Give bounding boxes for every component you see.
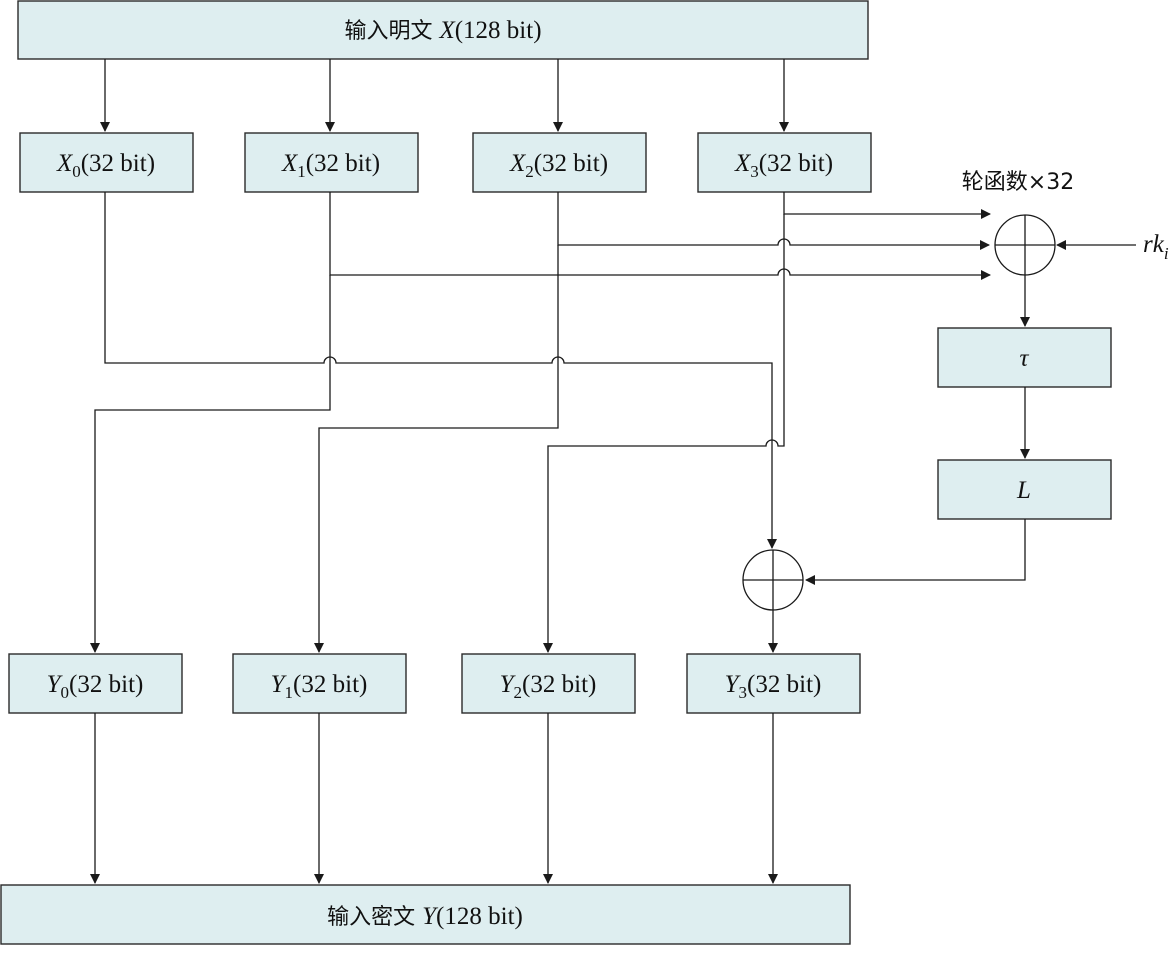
svg-text:Y0(32 bit): Y0(32 bit) [47,671,144,702]
x1-box: X1(32 bit) [244,132,419,193]
x1-sub: 1 [297,162,306,181]
y3-suffix: (32 bit) [747,671,821,698]
y2-sub: 2 [514,683,523,702]
tau-box: τ [937,327,1112,388]
wire-x2-to-xor [557,192,990,250]
svg-text:输入密文 Y(128 bit): 输入密文 Y(128 bit) [327,903,523,930]
y3-sub: 3 [739,683,748,702]
x2-sub: 2 [525,162,534,181]
tau-label: τ [1020,345,1030,372]
x2-box: X2(32 bit) [472,132,647,193]
l-label: L [1016,477,1031,504]
input-plaintext-box: 输入明文 X(128 bit) [17,0,869,60]
x3-suffix: (32 bit) [759,150,833,177]
x1-var: X [281,150,299,177]
y1-box: Y1(32 bit) [232,653,407,714]
x3-var: X [734,150,752,177]
output-prefix: 输入密文 [327,905,422,930]
y0-box: Y0(32 bit) [8,653,183,714]
output-xor [742,549,804,611]
x0-var: X [56,150,74,177]
svg-text:X1(32 bit): X1(32 bit) [281,150,380,181]
x3-sub: 3 [750,162,759,181]
l-box: L [937,459,1112,520]
y1-sub: 1 [285,683,294,702]
x1-suffix: (32 bit) [306,150,380,177]
svg-text:X2(32 bit): X2(32 bit) [509,150,608,181]
svg-text:X0(32 bit): X0(32 bit) [56,150,155,181]
x0-sub: 0 [72,162,81,181]
input-prefix: 输入明文 [344,19,439,44]
output-ciphertext-box: 输入密文 Y(128 bit) [0,884,851,945]
round-function-label: 轮函数×32 [962,170,1074,195]
y2-box: Y2(32 bit) [461,653,636,714]
svg-text:X3(32 bit): X3(32 bit) [734,150,833,181]
wire-x1-to-y0 [90,275,331,653]
wire-x2-to-y1 [314,245,559,653]
wire-x3-to-y2 [543,214,785,653]
x0-suffix: (32 bit) [81,150,155,177]
svg-text:Y2(32 bit): Y2(32 bit) [500,671,597,702]
x3-box: X3(32 bit) [697,132,872,193]
wire-x1-to-xor [329,192,991,280]
output-var: Y [422,903,439,930]
wire-x0-to-xor [104,192,777,549]
x2-suffix: (32 bit) [534,150,608,177]
y3-box: Y3(32 bit) [686,653,861,714]
svg-text:Y1(32 bit): Y1(32 bit) [271,671,368,702]
wire-l-to-xor [805,519,1026,585]
round-xor-top [994,214,1056,276]
output-suffix: (128 bit) [436,903,523,930]
wire-x3-to-xor [783,192,991,219]
x0-box: X0(32 bit) [19,132,194,193]
input-suffix: (128 bit) [455,17,542,44]
y1-suffix: (32 bit) [293,671,367,698]
y0-suffix: (32 bit) [69,671,143,698]
input-var: X [438,17,456,44]
y0-var: Y [47,671,64,698]
y2-var: Y [500,671,517,698]
x2-var: X [509,150,527,177]
svg-text:Y3(32 bit): Y3(32 bit) [725,671,822,702]
y3-var: Y [725,671,742,698]
y1-var: Y [271,671,288,698]
round-key-label: rki [1143,231,1169,263]
svg-text:输入明文 X(128 bit): 输入明文 X(128 bit) [344,17,541,44]
y2-suffix: (32 bit) [522,671,596,698]
y0-sub: 0 [61,683,70,702]
